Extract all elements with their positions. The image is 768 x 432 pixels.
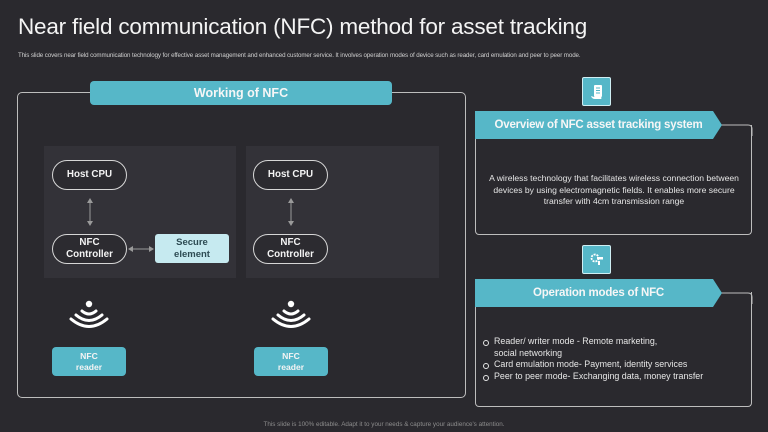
slide-footer: This slide is 100% editable. Adapt it to… [263, 421, 505, 428]
bidirectional-arrow-icon [288, 198, 294, 226]
operation-icon-box [582, 245, 611, 274]
operation-connector [720, 292, 753, 304]
overview-icon-box [582, 77, 611, 106]
gear-key-icon [590, 253, 603, 265]
document-scroll-icon [590, 84, 602, 99]
overview-frame [475, 125, 752, 235]
nfc-controller-node-right: NFC Controller [253, 234, 328, 264]
secure-element-node: Secure element [155, 234, 229, 263]
nfc-reader-label-right: NFC reader [254, 347, 328, 376]
nfc-wave-icon [69, 300, 109, 328]
bidirectional-arrow-icon [87, 198, 93, 226]
nfc-reader-label-left: NFC reader [52, 347, 126, 376]
nfc-controller-node-left: NFC Controller [52, 234, 127, 264]
bidirectional-arrow-icon [128, 246, 154, 252]
list-item: Card emulation mode- Payment, identity s… [482, 359, 742, 371]
working-nfc-header: Working of NFC [90, 81, 392, 105]
nfc-wave-icon [271, 300, 311, 328]
overview-banner: Overview of NFC asset tracking system [475, 111, 722, 139]
operation-frame [475, 292, 752, 407]
operation-banner: Operation modes of NFC [475, 279, 722, 307]
slide-subtitle: This slide covers near field communicati… [18, 52, 581, 59]
host-cpu-node-left: Host CPU [52, 160, 127, 190]
list-item: Peer to peer mode- Exchanging data, mone… [482, 371, 742, 383]
operation-modes-list: Reader/ writer mode - Remote marketing, … [482, 336, 742, 382]
host-cpu-node-right: Host CPU [253, 160, 328, 190]
list-item: Reader/ writer mode - Remote marketing, … [482, 336, 742, 359]
slide-title: Near field communication (NFC) method fo… [18, 14, 588, 39]
overview-connector [720, 124, 753, 136]
overview-description: A wireless technology that facilitates w… [489, 173, 739, 206]
